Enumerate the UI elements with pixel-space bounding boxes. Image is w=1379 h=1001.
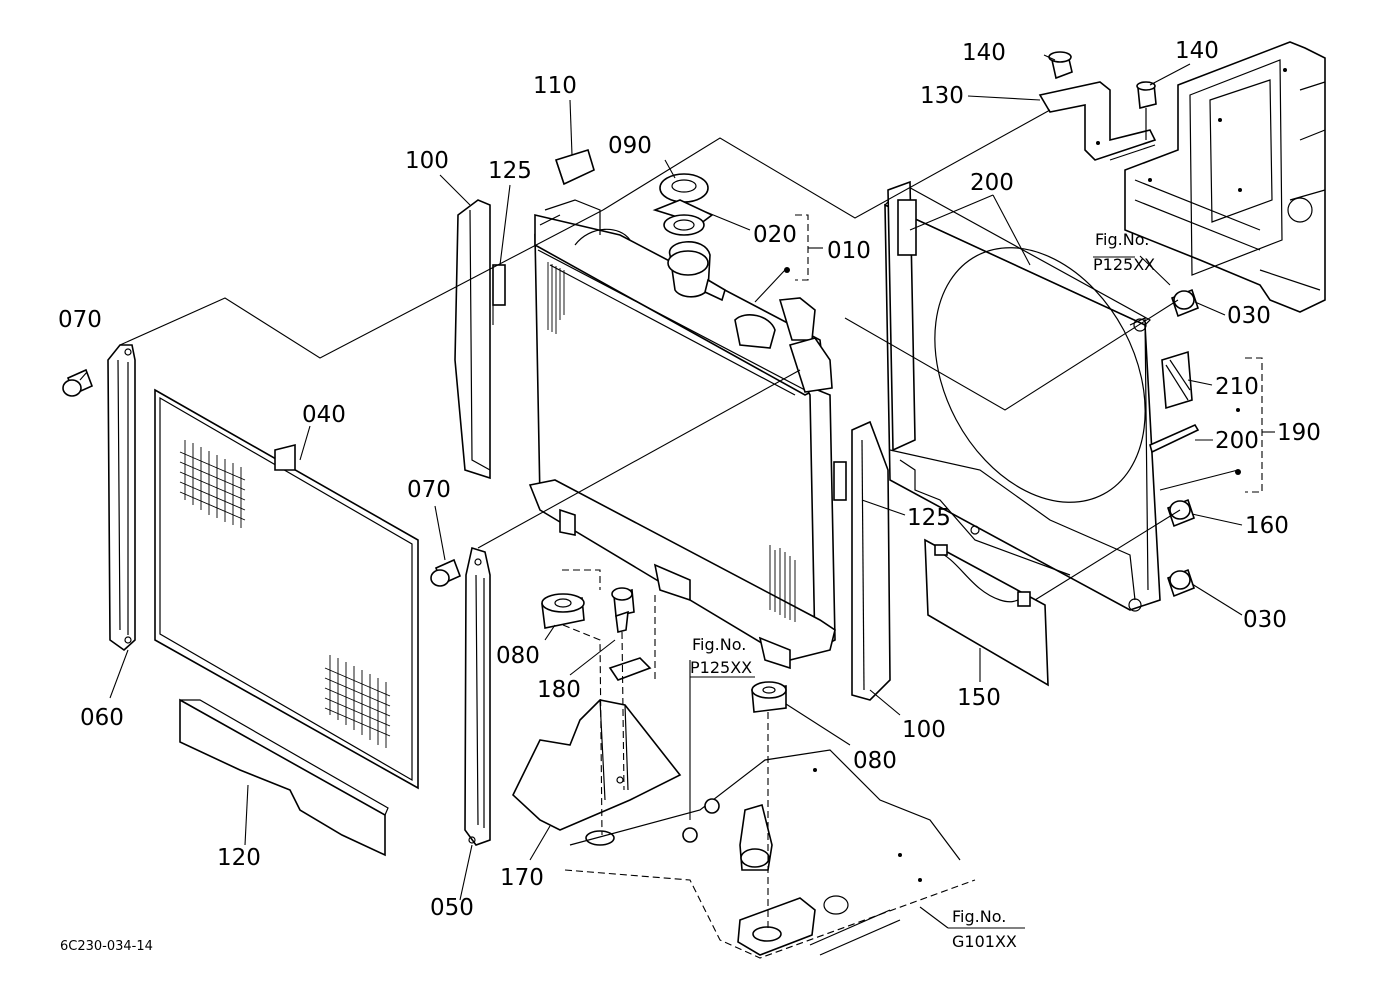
label-200-top: 200: [970, 170, 1014, 196]
figure-ref-title: Fig.No.: [692, 635, 746, 654]
part-labels: 140 140 130 110 090 100 125 020 010 200 …: [58, 38, 1321, 921]
label-100-top: 100: [405, 148, 449, 174]
assembly-dot-200: [1235, 469, 1241, 475]
figure-ref-title: Fig.No.: [1095, 230, 1149, 249]
seal-100-right: [851, 420, 891, 701]
bolt-030-lower-icon: [1167, 568, 1195, 598]
label-200-mid: 200: [1215, 428, 1259, 454]
label-125-top: 125: [488, 158, 532, 184]
figure-reference-top-right: Fig.No. P125XX: [1093, 230, 1155, 274]
assembly-line-2: [602, 109, 1051, 219]
screen-mesh-lower: [324, 655, 391, 748]
bolt-140-left-icon: [1048, 51, 1073, 80]
assembly-line-3: [477, 369, 801, 549]
fan-shroud: [883, 180, 1200, 612]
bolt-140-right-icon: [1136, 81, 1157, 140]
label-050: 050: [430, 895, 474, 921]
screen-mesh-upper: [179, 440, 246, 528]
frame-top-right: [1124, 41, 1326, 313]
label-160: 160: [1245, 513, 1289, 539]
bolt-160-icon: [1167, 498, 1195, 528]
label-010: 010: [827, 238, 871, 264]
assembly-line-4: [844, 299, 1179, 411]
foam-120: [179, 698, 389, 857]
cushion-080-right: [751, 681, 787, 713]
label-120: 120: [217, 845, 261, 871]
label-030-lower: 030: [1243, 607, 1287, 633]
group-bracket-190: [1245, 357, 1263, 493]
label-140-right: 140: [1175, 38, 1219, 64]
figure-ref-code: G101XX: [952, 932, 1017, 951]
bolt-070-left-icon: [62, 368, 94, 397]
label-140-left: 140: [962, 40, 1006, 66]
label-070-center: 070: [407, 477, 451, 503]
label-080-right: 080: [853, 748, 897, 774]
gasket-020: [663, 214, 705, 236]
label-080-left: 080: [496, 643, 540, 669]
label-060: 060: [80, 705, 124, 731]
label-leaders: [79, 54, 1275, 929]
bolt-030-upper-icon: [1171, 288, 1199, 318]
figure-ref-code: P125XX: [1093, 255, 1155, 274]
assembly-line-1: [119, 209, 604, 359]
label-190: 190: [1277, 420, 1321, 446]
label-110: 110: [533, 73, 577, 99]
drawing-code: 6C230-034-14: [60, 939, 153, 954]
strip-125-left: [492, 264, 506, 306]
reference-dash-bolt-180: [621, 631, 625, 791]
label-070-left: 070: [58, 307, 102, 333]
assembly-line-5: [1034, 509, 1181, 601]
bracket-130: [1038, 81, 1157, 161]
reserve-tank-150: [924, 538, 1049, 687]
bolt-070-center-icon: [430, 558, 462, 587]
seal-100-left: [454, 199, 491, 480]
label-180: 180: [537, 677, 581, 703]
label-130: 130: [920, 83, 964, 109]
label-170: 170: [500, 865, 544, 891]
label-090: 090: [608, 133, 652, 159]
label-030-upper: 030: [1227, 303, 1271, 329]
assembly-dot-010: [784, 267, 790, 273]
figure-reference-bottom: Fig.No. G101XX: [952, 907, 1017, 951]
frame-bottom: [564, 749, 976, 959]
cap-110: [554, 148, 595, 186]
figure-ref-code: P125XX: [690, 658, 752, 677]
figure-reference-center: Fig.No. P125XX: [690, 635, 752, 677]
bracket-170: [512, 699, 682, 846]
reference-dash-lower-left: [562, 569, 601, 590]
label-040: 040: [302, 402, 346, 428]
assembly-dot-190: [1236, 408, 1240, 412]
label-125-right: 125: [907, 505, 951, 531]
label-100-bottom: 100: [902, 717, 946, 743]
group-bracket-010: [795, 214, 809, 281]
screen-040: [154, 388, 419, 790]
label-150: 150: [957, 685, 1001, 711]
radiator-core: [528, 199, 836, 670]
label-210: 210: [1215, 374, 1259, 400]
bolt-180-icon: [608, 587, 652, 681]
frame-060: [107, 344, 136, 652]
label-020: 020: [753, 222, 797, 248]
strip-125-right: [833, 461, 847, 501]
cushion-080-left: [541, 593, 585, 629]
frame-050: [464, 546, 491, 846]
reference-dash-cushion-left: [562, 624, 603, 836]
figure-ref-title: Fig.No.: [952, 907, 1006, 926]
